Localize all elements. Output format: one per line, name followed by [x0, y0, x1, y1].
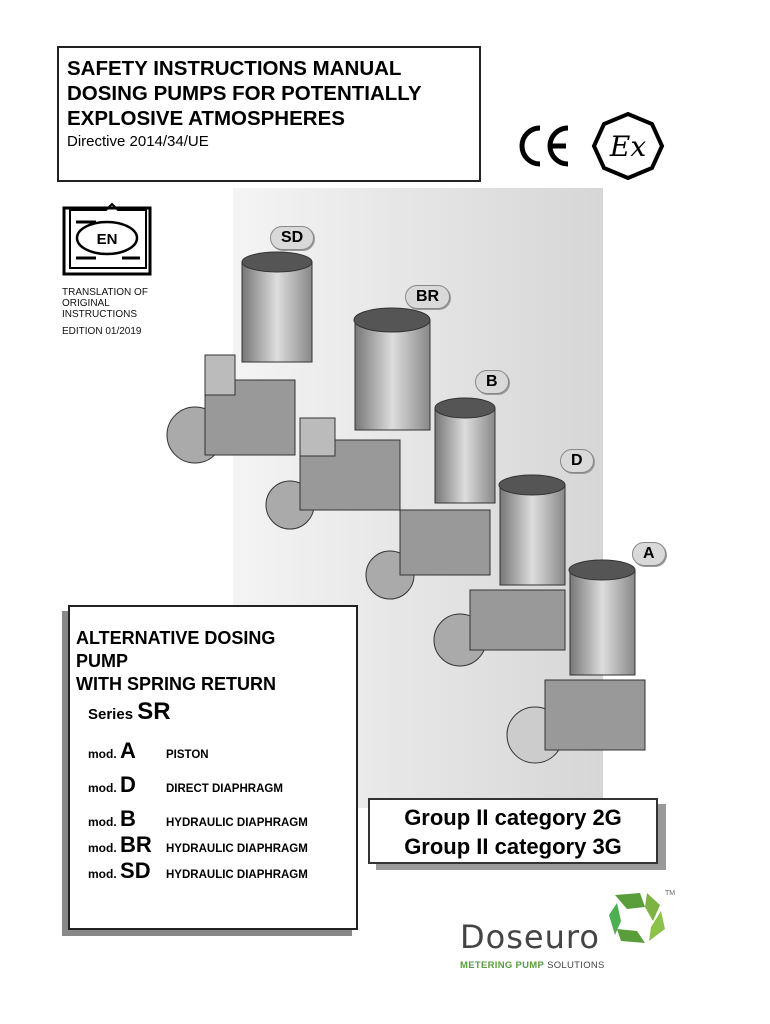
language-badge: EN — [97, 231, 118, 248]
pump-illustrations — [166, 251, 646, 764]
model-code: BR — [120, 832, 152, 857]
ce-mark-icon — [519, 125, 569, 167]
group-line: Group II category 2G — [404, 805, 622, 830]
pump-label-sd: SD — [270, 226, 315, 250]
pump-label-br: BR — [405, 285, 451, 309]
atex-group-box: Group II category 2G Group II category 3… — [368, 798, 658, 864]
model-desc: HYDRAULIC DIAPHRAGM — [166, 843, 308, 855]
pump-b — [365, 397, 496, 600]
translation-line: ORIGINAL — [62, 298, 110, 309]
brand-name: Doseuro — [460, 918, 600, 956]
model-code: A — [120, 738, 136, 763]
series-prefix: Series — [88, 706, 134, 723]
ce-ex-marks: Ex — [519, 111, 665, 180]
pump-sd — [166, 251, 313, 464]
pump-label-b: B — [475, 370, 509, 394]
series-title-line: ALTERNATIVE DOSING — [76, 628, 276, 648]
series-title-line: WITH SPRING RETURN — [76, 674, 276, 694]
title-box: SAFETY INSTRUCTIONS MANUAL DOSING PUMPS … — [57, 46, 481, 182]
group-line: Group II category 3G — [404, 834, 622, 859]
svg-text:TM: TM — [665, 890, 675, 897]
pump-label-a: A — [632, 542, 666, 566]
svg-text:Ex: Ex — [609, 130, 646, 163]
series-title-line: PUMP — [76, 651, 129, 671]
brand-tagline: METERING PUMP SOLUTIONS — [460, 960, 605, 971]
pump-label-d: D — [560, 449, 594, 473]
model-code: B — [120, 806, 136, 831]
model-code: SD — [120, 858, 151, 883]
model-desc: PISTON — [166, 749, 209, 761]
pump-a — [506, 559, 646, 764]
series-code: SR — [137, 698, 171, 725]
edition: EDITION 01/2019 — [62, 326, 142, 337]
title-line: SAFETY INSTRUCTIONS MANUAL — [67, 57, 402, 80]
ex-mark-icon: Ex — [591, 111, 665, 180]
series-name: Series SR — [88, 698, 356, 726]
title-line: EXPLOSIVE ATMOSPHERES — [67, 107, 345, 130]
model-desc: HYDRAULIC DIAPHRAGM — [166, 869, 308, 881]
model-code: D — [120, 772, 136, 797]
title-line: DOSING PUMPS FOR POTENTIALLY — [67, 82, 422, 105]
series-box: ALTERNATIVE DOSING PUMP WITH SPRING RETU… — [68, 605, 358, 930]
pump-br — [265, 307, 431, 530]
pump-d — [433, 474, 566, 667]
manual-book-icon: EN — [62, 202, 152, 276]
translation-line: TRANSLATION OF — [62, 287, 148, 298]
translation-note: TRANSLATION OF ORIGINAL INSTRUCTIONS EDI… — [62, 287, 148, 337]
doseuro-logo-icon: TM — [609, 890, 675, 943]
model-desc: DIRECT DIAPHRAGM — [166, 783, 283, 795]
directive: Directive 2014/34/UE — [67, 133, 209, 150]
model-desc: HYDRAULIC DIAPHRAGM — [166, 817, 308, 829]
translation-line: INSTRUCTIONS — [62, 309, 137, 320]
